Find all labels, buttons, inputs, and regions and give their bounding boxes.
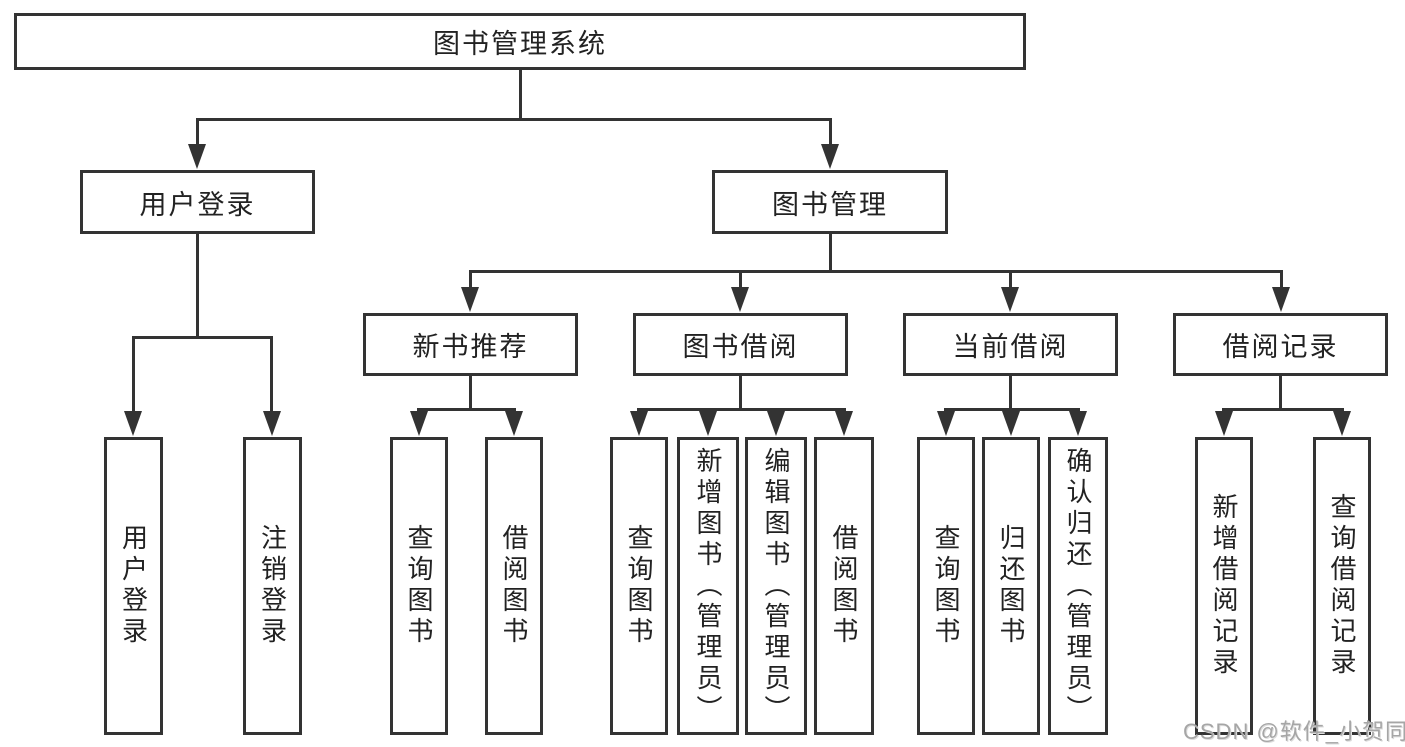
leaf-confirm-return-admin: 确认归还（管理员） bbox=[1048, 437, 1108, 735]
arrow-down-icon bbox=[821, 144, 839, 169]
connector-line bbox=[637, 408, 846, 411]
connector-line bbox=[196, 234, 199, 339]
node-user-login: 用户登录 bbox=[80, 170, 315, 234]
leaf-add-books-admin: 新增图书（管理员） bbox=[677, 437, 739, 735]
node-book-borrow: 图书借阅 bbox=[633, 313, 848, 376]
leaf-query-books-recommend: 查询图书 bbox=[390, 437, 448, 735]
arrow-down-icon bbox=[731, 287, 749, 312]
connector-line bbox=[739, 376, 742, 411]
connector-line bbox=[1009, 270, 1012, 292]
arrow-down-icon bbox=[188, 144, 206, 169]
connector-line bbox=[1222, 408, 1344, 411]
arrow-down-icon bbox=[630, 411, 648, 436]
leaf-borrow-books: 借阅图书 bbox=[814, 437, 874, 735]
connector-line bbox=[1279, 376, 1282, 411]
connector-line bbox=[739, 270, 742, 292]
connector-line bbox=[829, 234, 832, 273]
arrow-down-icon bbox=[767, 411, 785, 436]
leaf-add-borrow-record: 新增借阅记录 bbox=[1195, 437, 1253, 735]
leaf-query-books-current: 查询图书 bbox=[917, 437, 975, 735]
connector-line bbox=[1280, 270, 1283, 292]
connector-line bbox=[132, 336, 273, 339]
connector-line bbox=[519, 70, 522, 121]
arrow-down-icon bbox=[1069, 411, 1087, 436]
arrow-down-icon bbox=[410, 411, 428, 436]
arrow-down-icon bbox=[505, 411, 523, 436]
node-borrow-records: 借阅记录 bbox=[1173, 313, 1388, 376]
connector-line bbox=[417, 408, 516, 411]
leaf-query-borrow-record: 查询借阅记录 bbox=[1313, 437, 1371, 735]
connector-line bbox=[1009, 376, 1012, 411]
connector-line bbox=[829, 118, 832, 150]
arrow-down-icon bbox=[835, 411, 853, 436]
leaf-borrow-books-recommend: 借阅图书 bbox=[485, 437, 543, 735]
arrow-down-icon bbox=[124, 411, 142, 436]
arrow-down-icon bbox=[461, 287, 479, 312]
connector-line bbox=[270, 336, 273, 414]
arrow-down-icon bbox=[937, 411, 955, 436]
connector-line bbox=[132, 336, 135, 414]
leaf-edit-books-admin: 编辑图书（管理员） bbox=[745, 437, 807, 735]
csdn-watermark: CSDN @软件_小贺同学 bbox=[1183, 719, 1405, 744]
arrow-down-icon bbox=[1002, 411, 1020, 436]
connector-line bbox=[469, 270, 1283, 273]
arrow-down-icon bbox=[1272, 287, 1290, 312]
arrow-down-icon bbox=[1001, 287, 1019, 312]
node-current-borrow: 当前借阅 bbox=[903, 313, 1118, 376]
connector-line bbox=[196, 118, 832, 121]
node-library-system: 图书管理系统 bbox=[14, 13, 1026, 70]
arrow-down-icon bbox=[1333, 411, 1351, 436]
arrow-down-icon bbox=[263, 411, 281, 436]
node-book-management: 图书管理 bbox=[712, 170, 948, 234]
arrow-down-icon bbox=[1215, 411, 1233, 436]
node-new-book-recommend: 新书推荐 bbox=[363, 313, 578, 376]
leaf-user-login: 用户登录 bbox=[104, 437, 163, 735]
leaf-return-books: 归还图书 bbox=[982, 437, 1040, 735]
connector-line bbox=[469, 270, 472, 292]
leaf-query-books-borrow: 查询图书 bbox=[610, 437, 668, 735]
arrow-down-icon bbox=[699, 411, 717, 436]
connector-line bbox=[469, 376, 472, 411]
connector-line bbox=[196, 118, 199, 150]
connector-line bbox=[944, 408, 1080, 411]
leaf-logout: 注销登录 bbox=[243, 437, 302, 735]
